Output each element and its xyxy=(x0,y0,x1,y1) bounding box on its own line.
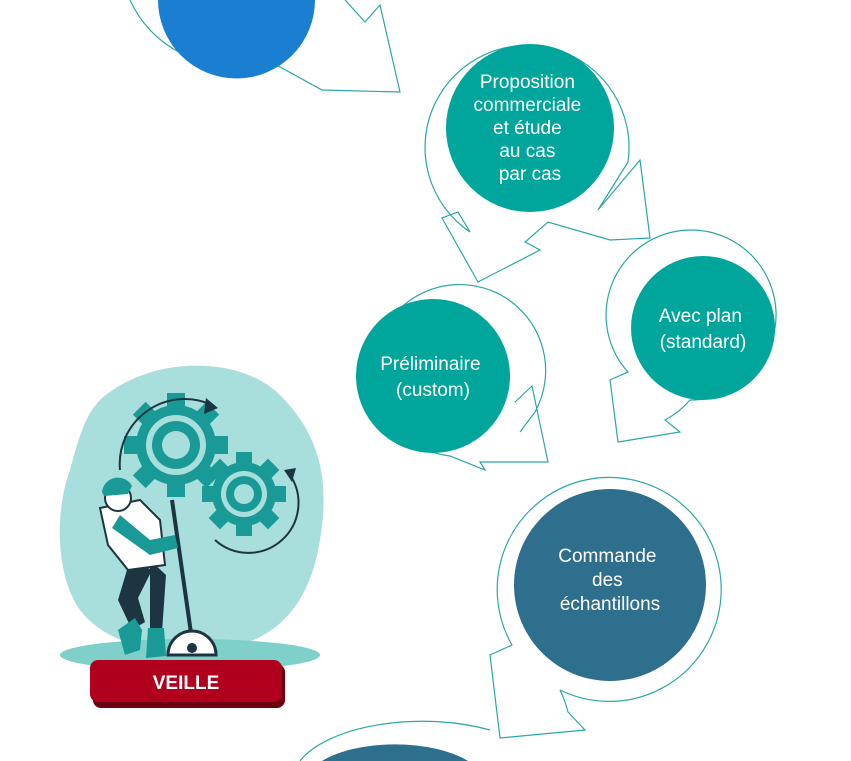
proposition-circle xyxy=(446,44,614,212)
commande-label: Commande des échantillons xyxy=(558,546,662,615)
top-node-circle xyxy=(158,0,315,79)
commande-line-2: des xyxy=(592,570,623,591)
commande-node: Commande des échantillons xyxy=(489,476,722,739)
rotation-arrow-icon xyxy=(214,474,300,554)
bottom-node-circle xyxy=(322,744,468,761)
bottom-node-outline xyxy=(299,720,491,761)
proposition-line-3: et étude xyxy=(493,118,562,139)
avec-plan-line-2: (standard) xyxy=(660,332,747,353)
commande-circle xyxy=(514,489,706,681)
proposition-outline-arrow xyxy=(424,44,651,283)
rotation-arrowhead xyxy=(204,398,218,414)
preliminaire-line-2: (custom) xyxy=(396,380,470,401)
worker-figure xyxy=(98,477,218,658)
preliminaire-circle xyxy=(356,299,510,453)
preliminaire-node: Préliminaire (custom) xyxy=(356,283,549,472)
proposition-label: Proposition commerciale et étude au cas … xyxy=(474,72,587,185)
proposition-line-5: par cas xyxy=(499,164,561,185)
rotation-arrow-icon xyxy=(118,398,213,471)
avec-plan-node: Avec plan (standard) xyxy=(605,229,777,443)
commande-line-3: échantillons xyxy=(560,594,660,615)
commande-outline-arrow xyxy=(489,476,722,739)
top-node xyxy=(129,0,401,93)
preliminaire-line-1: Préliminaire xyxy=(380,354,480,375)
proposition-line-4: au cas xyxy=(499,141,555,162)
commande-line-1: Commande xyxy=(558,546,656,567)
rotation-arrowhead xyxy=(284,468,296,482)
avec-plan-label: Avec plan (standard) xyxy=(659,306,747,353)
veille-illustration: VEILLE xyxy=(59,365,324,708)
bottom-node xyxy=(299,720,491,761)
veille-badge xyxy=(90,660,282,702)
veille-label: VEILLE xyxy=(153,673,220,694)
proposition-line-1: Proposition xyxy=(480,72,575,93)
proposition-node: Proposition commerciale et étude au cas … xyxy=(424,44,651,283)
proposition-line-2: commerciale xyxy=(474,95,582,116)
gear-icon xyxy=(202,452,286,536)
avec-plan-circle xyxy=(631,256,775,400)
avec-plan-line-1: Avec plan xyxy=(659,306,742,327)
preliminaire-label: Préliminaire (custom) xyxy=(380,354,486,401)
